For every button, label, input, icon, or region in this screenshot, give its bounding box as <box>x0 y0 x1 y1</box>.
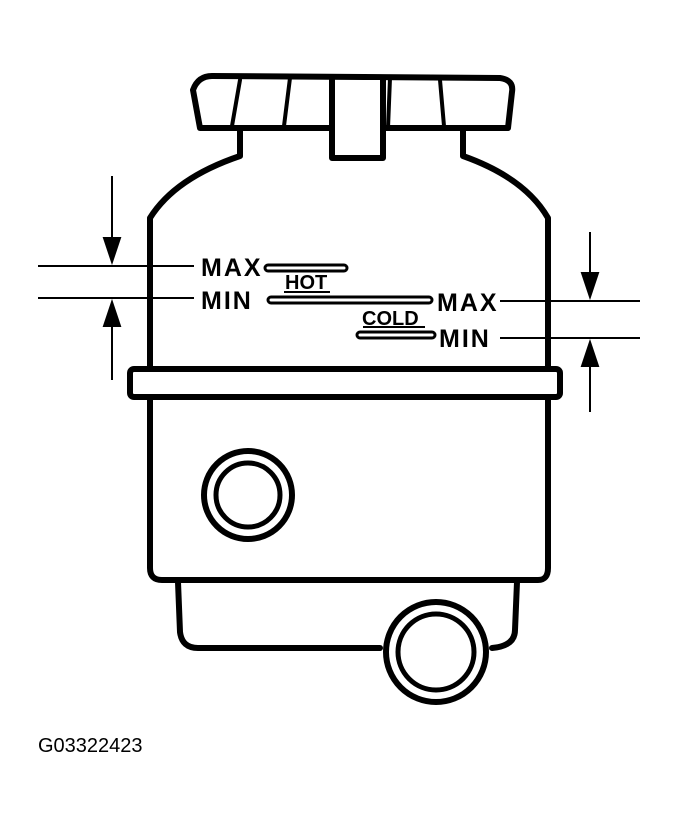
arrow-up-icon <box>580 338 600 367</box>
cold-min-label: MIN <box>439 325 491 353</box>
right-dimension <box>500 232 640 412</box>
reservoir-cap <box>190 73 516 161</box>
reservoir-body <box>127 125 563 583</box>
hot-label: HOT <box>285 272 327 294</box>
reservoir-base <box>175 448 520 705</box>
cold-max-label: MAX <box>437 289 499 317</box>
arrow-up-icon <box>102 298 122 327</box>
cold-label: COLD <box>362 308 419 330</box>
hot-max-label: MAX <box>201 254 263 282</box>
arrow-down-icon <box>102 237 122 266</box>
arrow-down-icon <box>580 272 600 301</box>
left-dimension <box>38 176 194 380</box>
figure-code: G03322423 <box>38 735 143 757</box>
hot-min-label: MIN <box>201 287 253 315</box>
level-markings <box>263 263 437 340</box>
